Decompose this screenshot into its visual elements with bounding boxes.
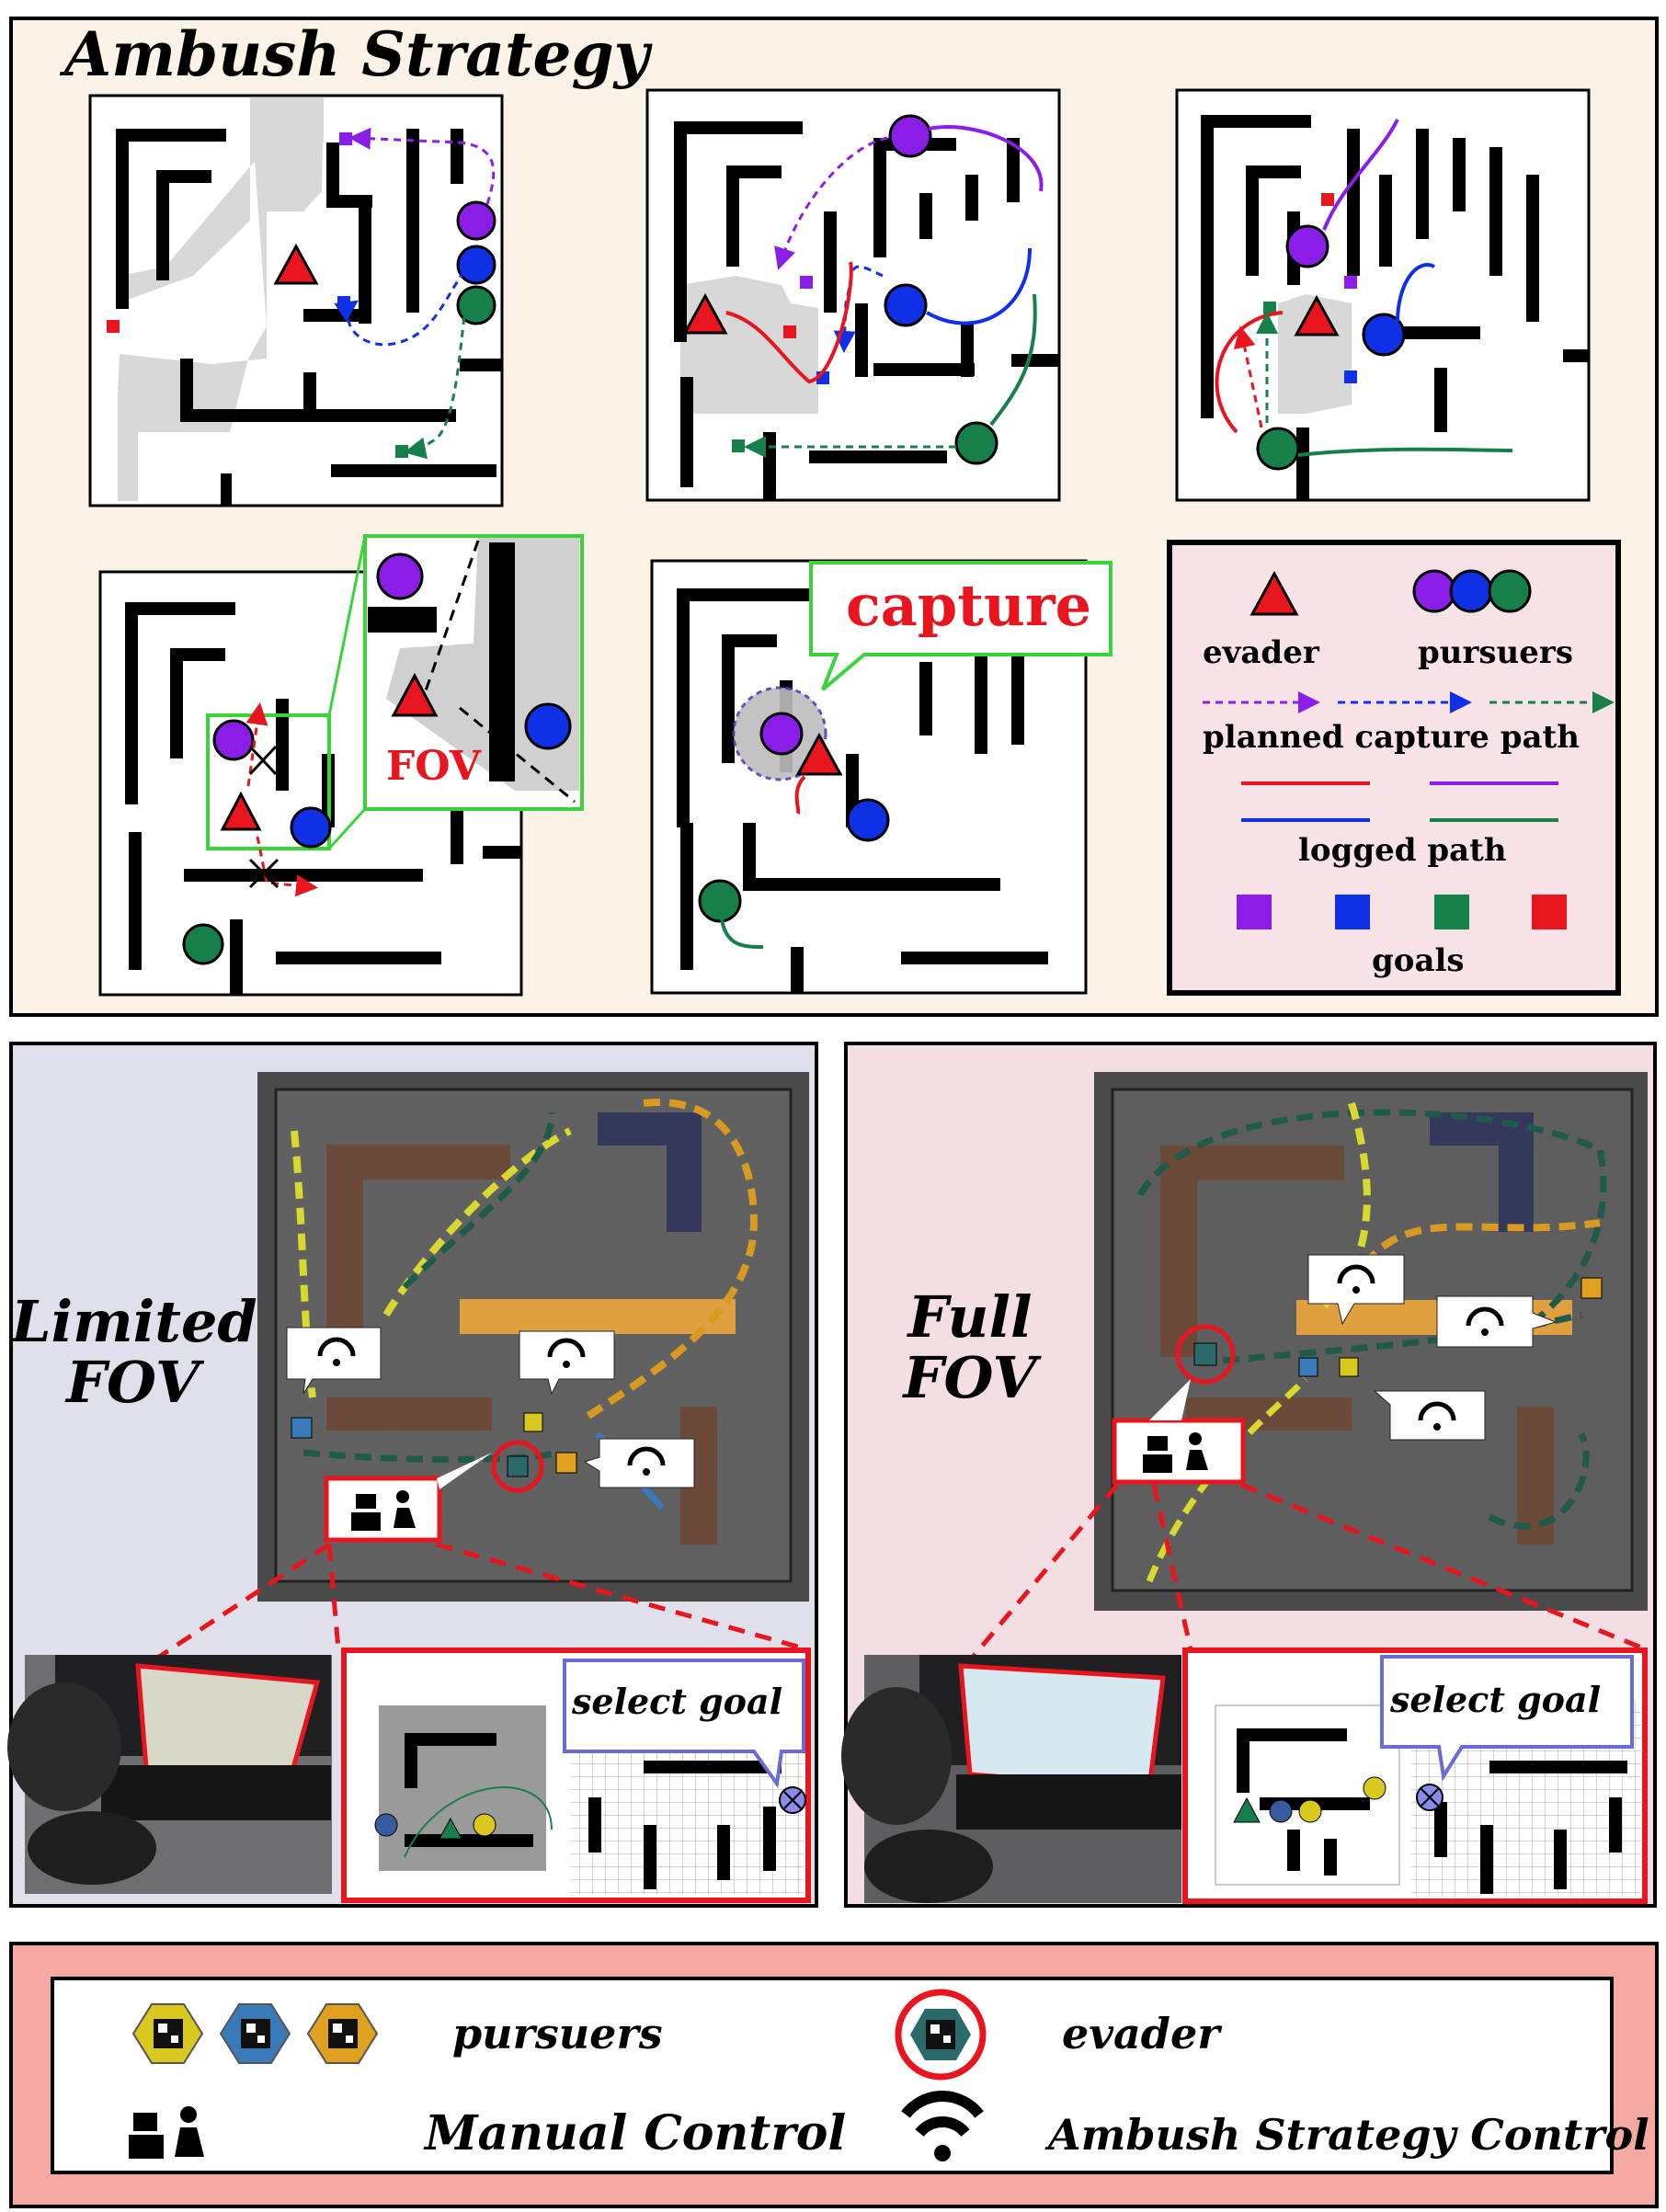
wifi-icon bbox=[901, 2091, 984, 2161]
full-operator-photo bbox=[841, 1655, 1181, 1903]
wifi-icon bbox=[286, 1327, 382, 1395]
pursuer-circle-icon bbox=[456, 200, 496, 241]
manual-control-icon bbox=[129, 2106, 204, 2159]
evader-tag-icon bbox=[895, 1989, 987, 2081]
bottom-legend-pursuers: pursuers bbox=[452, 2009, 663, 2058]
full-title-line2: FOV bbox=[903, 1344, 1037, 1411]
bottom-legend-inner bbox=[51, 1977, 1614, 2174]
limited-fov-title: Limited FOV bbox=[11, 1288, 257, 1416]
full-fov-title: Full FOV bbox=[883, 1287, 1057, 1408]
limited-title-line2: FOV bbox=[65, 1349, 200, 1416]
maze-panel-1 bbox=[88, 94, 504, 507]
limited-goal-ui bbox=[341, 1648, 811, 1903]
maze-panel-2 bbox=[645, 88, 1061, 502]
evader-triangle-icon bbox=[273, 243, 319, 285]
capture-label: capture bbox=[846, 572, 1092, 639]
fov-label: FOV bbox=[386, 743, 481, 790]
panel-title-ambush: Ambush Strategy bbox=[64, 18, 649, 90]
maze-panel-5 bbox=[650, 559, 1113, 995]
limited-select-goal: select goal bbox=[572, 1681, 783, 1722]
full-select-goal: select goal bbox=[1390, 1679, 1602, 1720]
select-goal-bubble bbox=[563, 1659, 805, 1789]
full-arena-photo bbox=[1094, 1072, 1648, 1611]
bottom-legend-ambush: Ambush Strategy Control bbox=[1048, 2110, 1649, 2160]
limited-title-line1: Limited bbox=[11, 1288, 257, 1355]
legend-logged: logged path bbox=[1298, 832, 1507, 869]
limited-operator-photo bbox=[7, 1655, 332, 1894]
limited-arena-photo bbox=[257, 1072, 809, 1602]
full-title-line1: Full bbox=[907, 1283, 1033, 1351]
bottom-legend-manual: Manual Control bbox=[425, 2105, 847, 2161]
legend-box bbox=[1167, 540, 1621, 996]
pursuer-tag-icons bbox=[131, 2003, 379, 2064]
legend-pursuers: pursuers bbox=[1418, 634, 1573, 671]
bottom-legend-evader: evader bbox=[1062, 2009, 1220, 2058]
cross-icon bbox=[248, 745, 280, 889]
legend-goals: goals bbox=[1372, 942, 1465, 979]
capture-bubble bbox=[809, 561, 1113, 691]
legend-evader: evader bbox=[1203, 634, 1319, 671]
legend-planned: planned capture path bbox=[1203, 719, 1580, 756]
full-goal-ui bbox=[1182, 1648, 1648, 1904]
fov-region bbox=[118, 97, 324, 501]
fov-zoom-box bbox=[206, 713, 331, 850]
maze-panel-3 bbox=[1175, 88, 1591, 502]
maze-panel-4 bbox=[98, 534, 584, 997]
